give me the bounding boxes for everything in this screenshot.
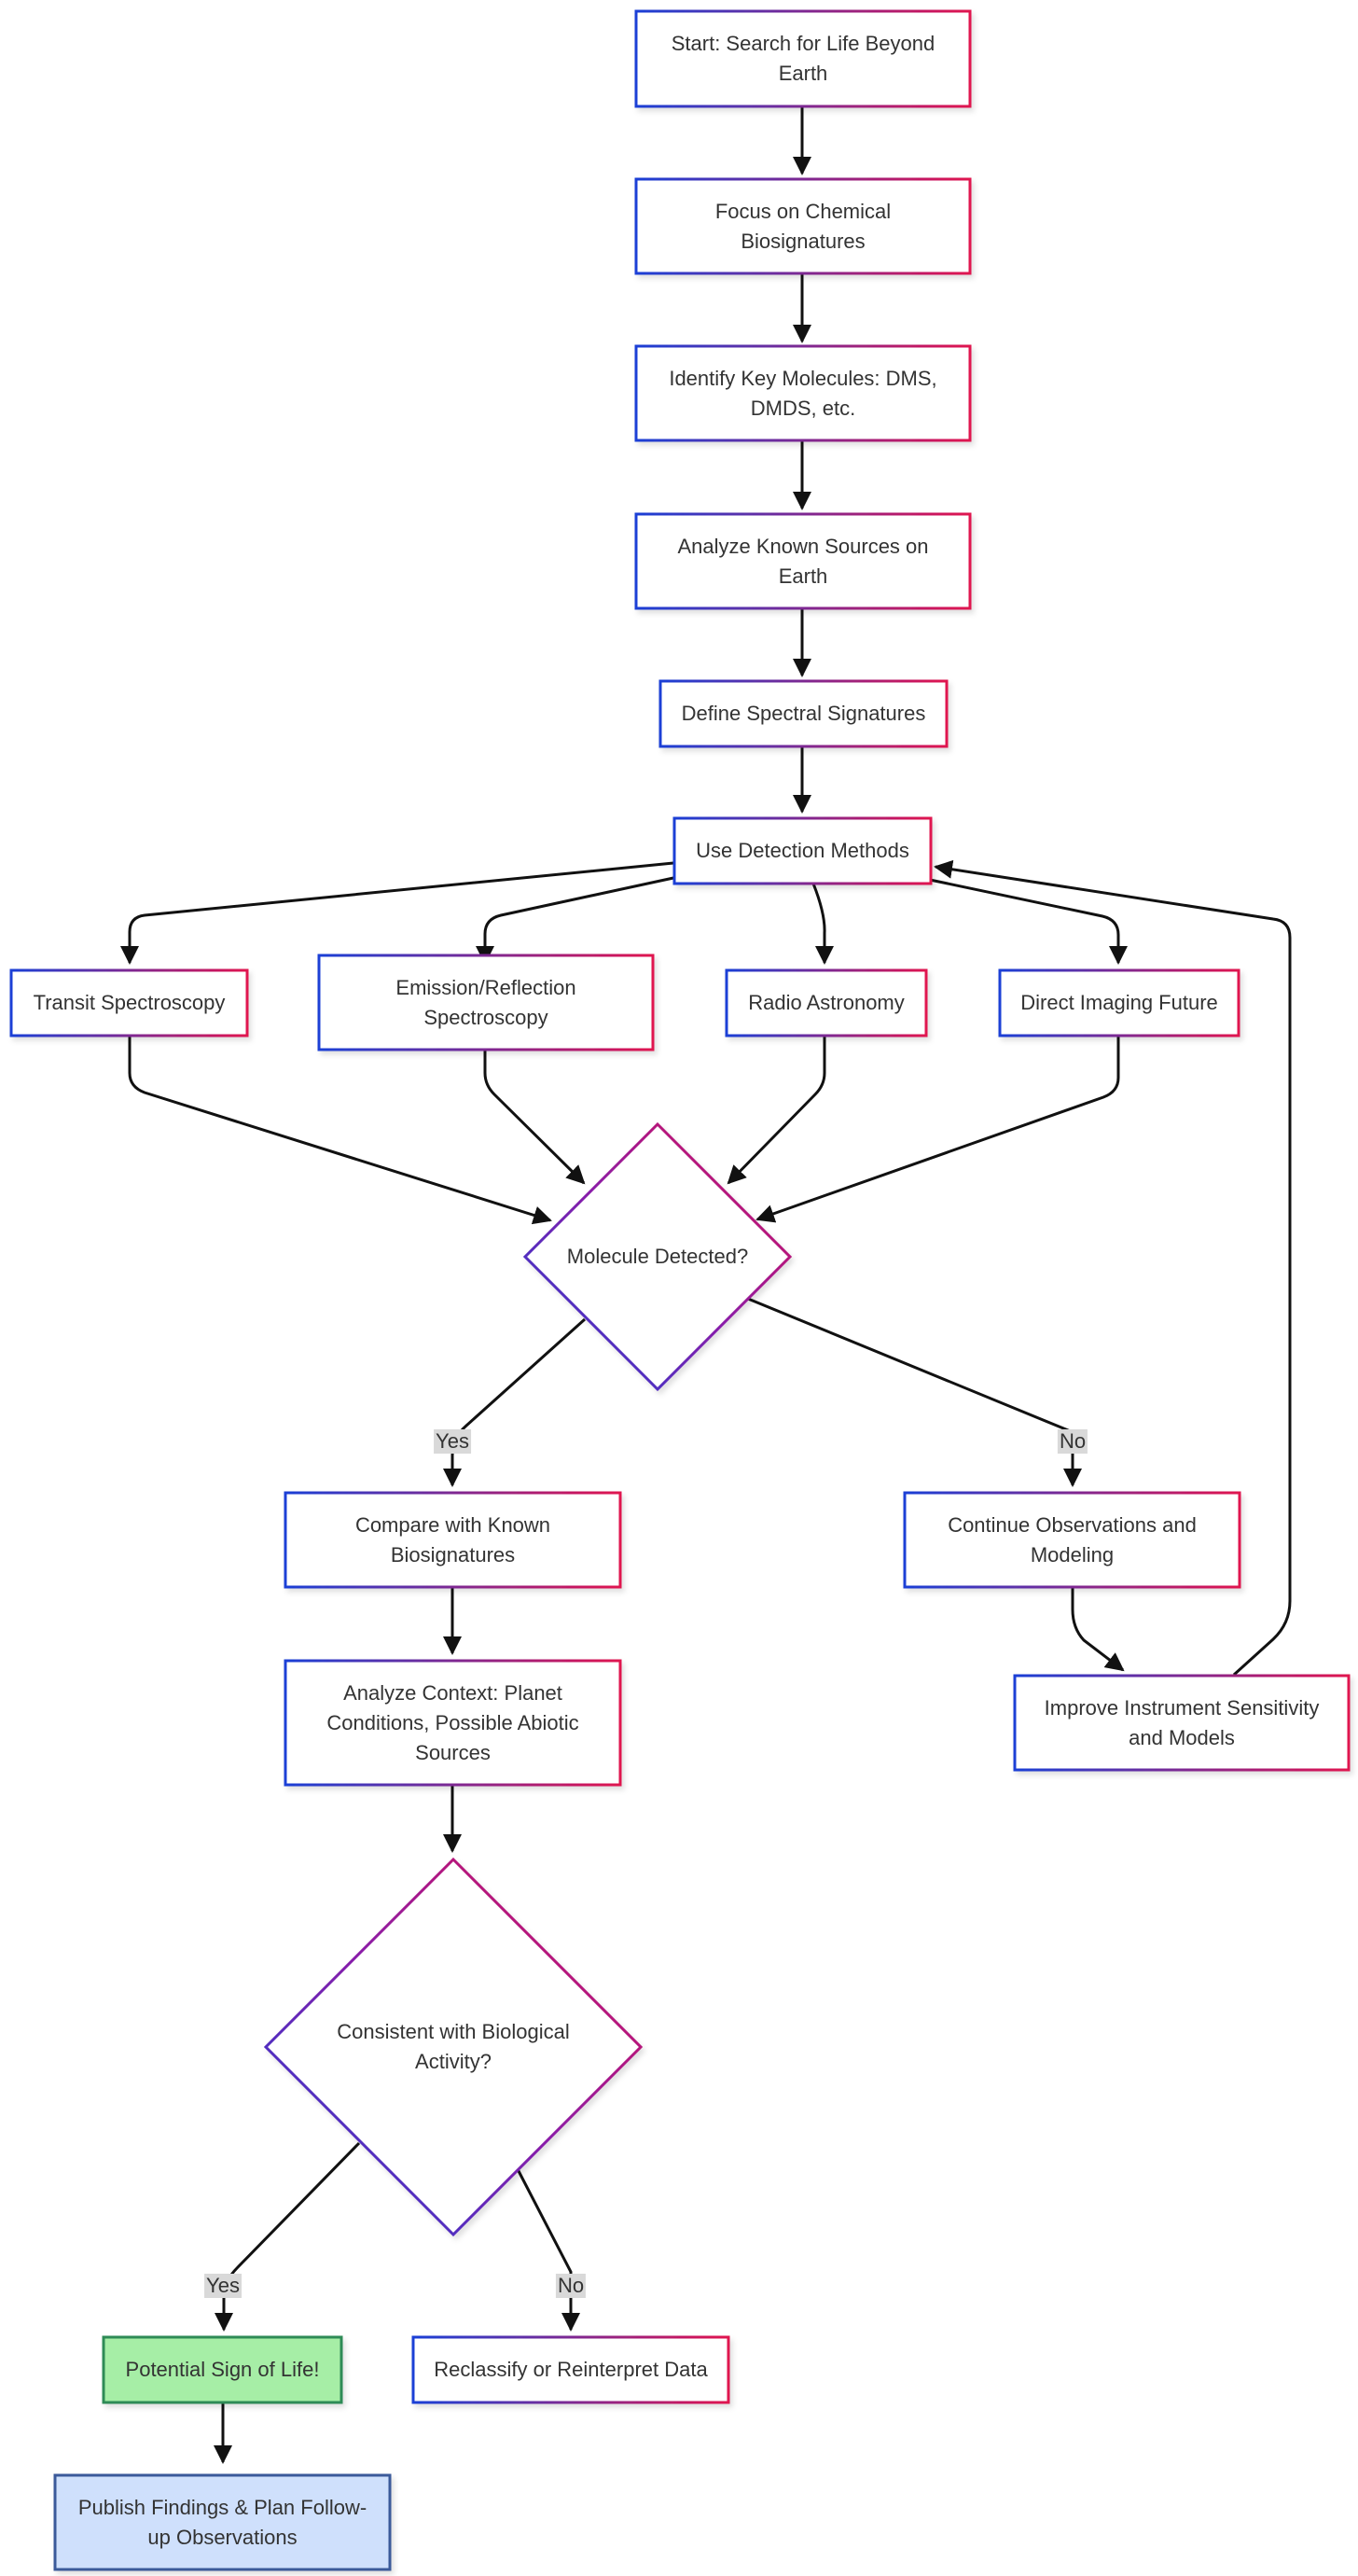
node-spectral-label: Define Spectral Signatures [681, 702, 926, 725]
edge-improve-detection [934, 859, 1292, 1677]
node-detection-box[interactable] [672, 816, 933, 885]
edge-imaging-detected [755, 1036, 1120, 1223]
node-consistent-label: Consistent with Biological Activity? [337, 2020, 570, 2073]
node-imaging-box[interactable] [998, 968, 1240, 1037]
node-compare-box[interactable] [284, 1491, 622, 1589]
node-reclassify-box[interactable] [411, 2335, 730, 2404]
node-continue-box[interactable] [903, 1491, 1241, 1589]
node-transit-box[interactable] [9, 968, 249, 1037]
edge-detection-emission [476, 876, 674, 965]
node-context-box[interactable] [284, 1659, 622, 1787]
edge-detection-radio [811, 883, 834, 965]
edge-continue-improve [1071, 1586, 1125, 1672]
node-emission-label: Emission/Reflection Spectroscopy [395, 975, 576, 1029]
node-identify-label: Identify Key Molecules: DMS, DMDS, etc. [669, 366, 937, 420]
node-radio-label: Radio Astronomy [748, 991, 905, 1014]
edge-consistent-no [516, 2168, 580, 2332]
edge-detection-transit [120, 861, 674, 965]
edge-detection-imaging [929, 878, 1128, 965]
node-analyze-sources-label: Analyze Known Sources on Earth [677, 534, 929, 588]
edge-radio-detected [727, 1036, 826, 1185]
node-detected-diamond[interactable] [522, 1121, 793, 1392]
edge-transit-detected [128, 1036, 552, 1225]
node-life-box[interactable] [102, 2335, 343, 2404]
node-detected-label: Molecule Detected? [566, 1245, 749, 1268]
node-continue-label: Continue Observations and Modeling [948, 1512, 1197, 1566]
node-compare-label: Compare with Known Biosignatures [354, 1512, 551, 1566]
node-analyze-sources-box[interactable] [634, 512, 972, 610]
node-focus-label: Focus on Chemical Biosignatures [714, 199, 892, 253]
node-reclassify-label: Reclassify or Reinterpret Data [434, 2358, 708, 2381]
node-identify-box[interactable] [634, 344, 972, 442]
node-start-label: Start: Search for Life Beyond Earth [671, 32, 935, 85]
node-focus-box[interactable] [634, 177, 972, 275]
edge-consistent-yes [215, 2141, 361, 2332]
edge-detected-no [747, 1297, 1082, 1487]
node-improve-box[interactable] [1013, 1674, 1351, 1772]
node-improve-label: Improve Instrument Sensitivity and Model… [1044, 1695, 1320, 1749]
node-context-label: Analyze Context: Planet Conditions, Poss… [326, 1680, 579, 1764]
node-publish-label: Publish Findings & Plan Follow-up Observ… [77, 2495, 367, 2549]
edge-detected-yes [443, 1317, 587, 1487]
edge-label-consistent-no: No [555, 2274, 587, 2298]
node-transit-label: Transit Spectroscopy [33, 991, 226, 1014]
node-start-box[interactable] [634, 9, 972, 108]
node-emission-box[interactable] [317, 954, 655, 1051]
edge-label-detected-yes: Yes [434, 1429, 471, 1454]
node-life-label: Potential Sign of Life! [125, 2358, 320, 2381]
node-publish-box[interactable] [53, 2473, 392, 2571]
edge-label-detected-no: No [1057, 1429, 1088, 1454]
node-imaging-label: Direct Imaging Future [1020, 991, 1218, 1014]
node-detection-label: Use Detection Methods [696, 839, 909, 862]
edge-emission-detected [483, 1050, 586, 1185]
node-radio-box[interactable] [725, 968, 928, 1037]
edge-label-consistent-yes: Yes [204, 2274, 242, 2298]
node-consistent-diamond[interactable] [263, 1857, 644, 2237]
nodes [9, 9, 1351, 2571]
node-spectral-box[interactable] [658, 679, 949, 748]
